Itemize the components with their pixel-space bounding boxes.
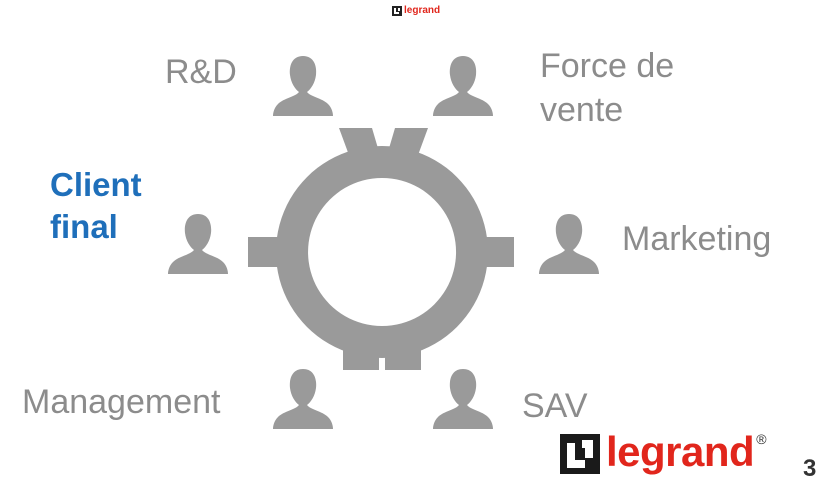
role-label-client: Client final — [50, 166, 142, 245]
person-icon-client — [168, 214, 228, 274]
person-icon-marketing — [539, 214, 599, 274]
role-label-rd: R&D — [165, 53, 237, 91]
registered-mark: ® — [756, 431, 767, 447]
role-label-management: Management — [22, 383, 221, 421]
role-label-sav: SAV — [522, 387, 588, 425]
gear-ring — [275, 146, 488, 358]
gear-icon — [248, 128, 514, 370]
legrand-mark-icon — [560, 434, 600, 474]
footer-logo-text: legrand — [606, 428, 755, 475]
person-icon-sav — [433, 369, 493, 429]
footer-logo: legrand ® — [560, 428, 767, 476]
legrand-mark-icon — [392, 6, 402, 16]
person-icon-sales — [433, 56, 493, 116]
header-logo: legrand — [392, 6, 440, 16]
role-label-sales: Force de vente — [540, 47, 675, 129]
person-icon-management — [273, 369, 333, 429]
role-label-marketing: Marketing — [622, 220, 772, 258]
page-number: 3 — [803, 455, 817, 482]
person-icon-rd — [273, 56, 333, 116]
header-logo-text: legrand — [404, 5, 441, 16]
